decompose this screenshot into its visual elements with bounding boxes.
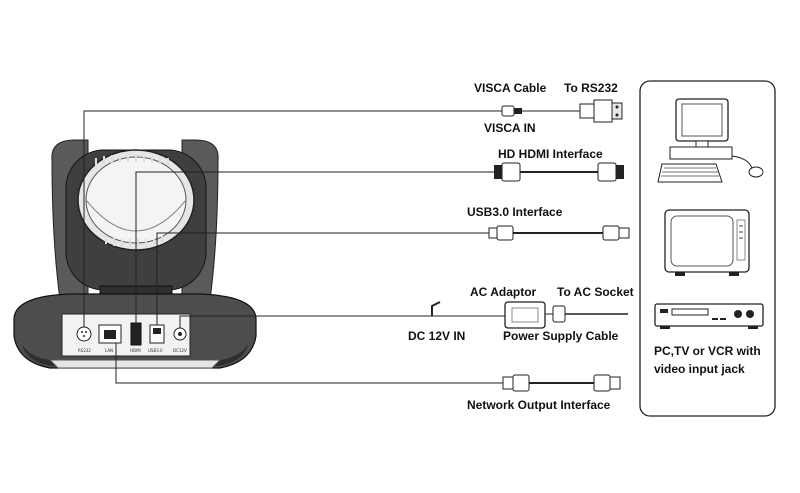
hdmi-cable-icon (494, 162, 624, 182)
devices-caption: PC,TV or VCR with video input jack (654, 344, 761, 376)
devices-panel (639, 80, 776, 417)
devices-caption-line2: video input jack (654, 362, 745, 376)
devices-caption-line1: PC,TV or VCR with (654, 344, 761, 358)
rs232-port (76, 326, 92, 342)
cable-labels: VISCA Cable To RS232 VISCA IN HD HDMI In… (408, 81, 634, 412)
label-to-ac-socket: To AC Socket (557, 285, 634, 299)
label-network: Network Output Interface (467, 398, 611, 412)
rj45-cable-icon (502, 374, 621, 392)
port-label-dc: DC12V (173, 348, 187, 353)
connection-lines (83, 110, 503, 384)
label-to-rs232: To RS232 (564, 81, 618, 95)
label-dc-in: DC 12V IN (408, 329, 465, 343)
port-label-rs232: RS232 (78, 348, 91, 353)
label-visca-in: VISCA IN (484, 121, 536, 135)
usb-port (149, 324, 165, 344)
rs232-cable-icon (501, 99, 623, 123)
port-labels: RS232 LAN HDMI USB3.0 DC12V (78, 348, 187, 353)
label-power-cable: Power Supply Cable (503, 329, 619, 343)
label-visca-cable: VISCA Cable (474, 81, 547, 95)
crt-tv-icon (664, 209, 750, 276)
vcr-icon (654, 303, 764, 329)
label-ac-adaptor: AC Adaptor (470, 285, 537, 299)
port-label-usb: USB3.0 (148, 348, 163, 353)
usb-cable-icon (488, 225, 630, 241)
power-adapter-icon (431, 301, 628, 329)
port-label-lan: LAN (105, 348, 113, 353)
port-label-hdmi: HDMI (130, 348, 141, 353)
lan-port (98, 324, 122, 344)
dc-port (173, 327, 187, 341)
hdmi-port (130, 322, 142, 346)
label-usb: USB3.0 Interface (467, 205, 563, 219)
desktop-computer-icon (657, 98, 764, 183)
label-hdmi: HD HDMI Interface (498, 147, 603, 161)
